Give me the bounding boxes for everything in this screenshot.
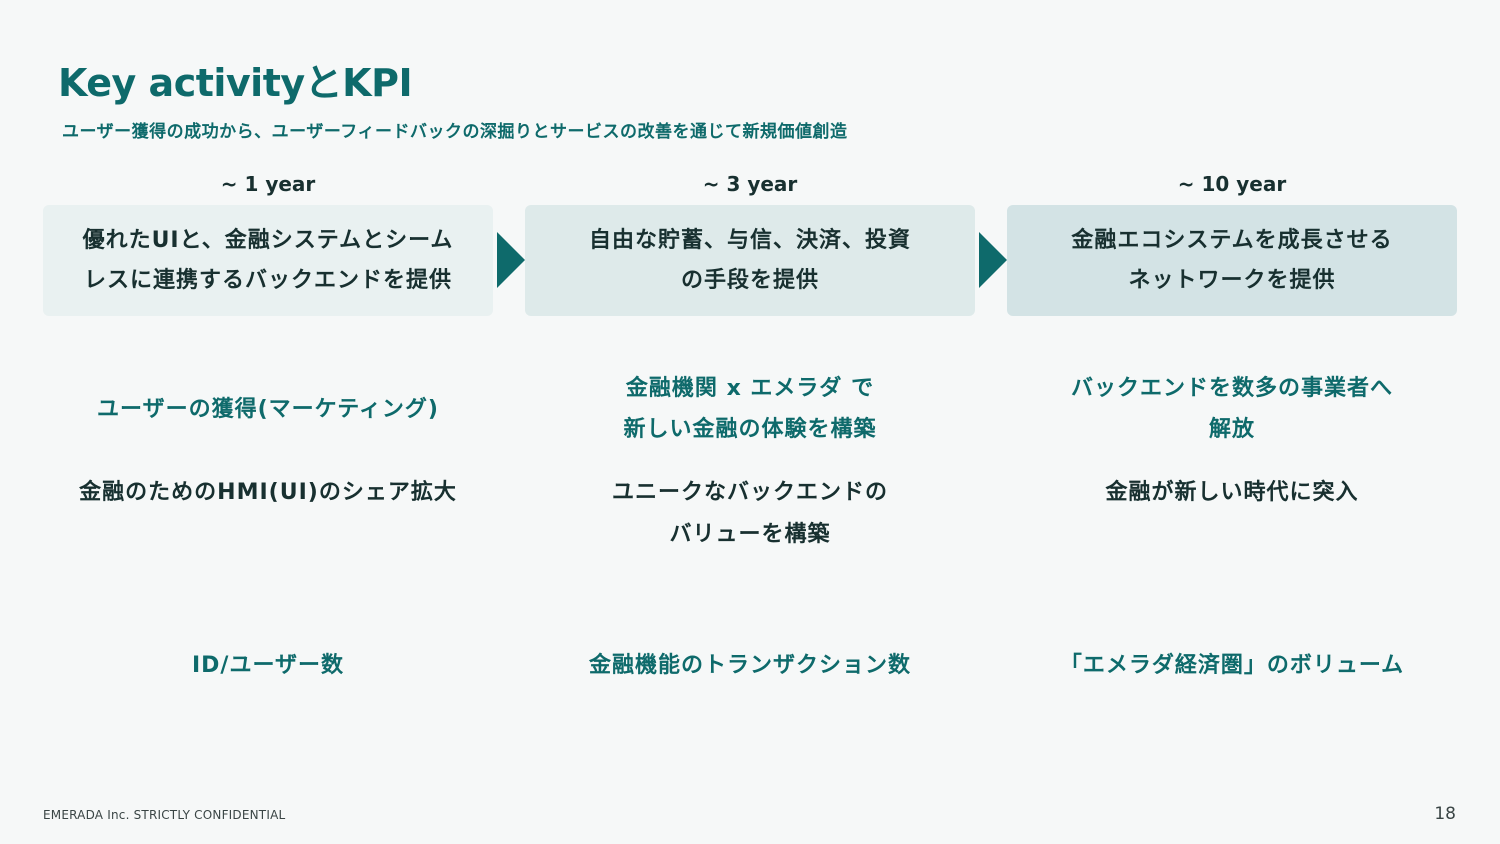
period-label-1: ~ 1 year: [220, 172, 316, 196]
goal-text-1: 優れたUIと、金融システムとシーム レスに連携するバックエンドを提供: [82, 227, 454, 293]
confidential-footer: EMERADA Inc. STRICTLY CONFIDENTIAL: [43, 808, 286, 822]
slide-subtitle: ユーザー獲得の成功から、ユーザーフィードバックの深掘りとサービスの改善を通じて新…: [62, 122, 848, 142]
outcome-text-3: 金融が新しい時代に突入: [1105, 480, 1359, 505]
period-label-2: ~ 3 year: [702, 172, 798, 196]
period-label-3: ~ 10 year: [1177, 172, 1287, 196]
goal-box-1: 優れたUIと、金融システムとシーム レスに連携するバックエンドを提供: [43, 205, 493, 316]
goal-text-2: 自由な貯蓄、与信、決済、投資 の手段を提供: [588, 227, 911, 293]
slide-title: Key activityとKPI: [58, 61, 413, 105]
outcome-text-2: ユニークなバックエンドの バリューを構築: [611, 480, 888, 547]
page-number: 18: [1434, 804, 1456, 824]
activity-text-2: 金融機関 x エメラダ で 新しい金融の体験を構築: [623, 376, 877, 442]
chevron-right-icon: [497, 232, 525, 288]
outcome-text-1: 金融のためのHMI(UI)のシェア拡大: [79, 480, 457, 505]
goal-box-3: 金融エコシステムを成長させる ネットワークを提供: [1007, 205, 1457, 316]
chevron-right-icon: [979, 232, 1007, 288]
kpi-text-2: 金融機能のトランザクション数: [588, 653, 911, 678]
activity-text-1: ユーザーの獲得(マーケティング): [97, 397, 439, 422]
kpi-text-1: ID/ユーザー数: [191, 653, 345, 678]
goal-box-2: 自由な貯蓄、与信、決済、投資 の手段を提供: [525, 205, 975, 316]
activity-text-3: バックエンドを数多の事業者へ 解放: [1070, 376, 1393, 442]
goal-text-3: 金融エコシステムを成長させる ネットワークを提供: [1071, 227, 1393, 293]
kpi-text-3: 「エメラダ経済圏」のボリューム: [1059, 653, 1405, 678]
